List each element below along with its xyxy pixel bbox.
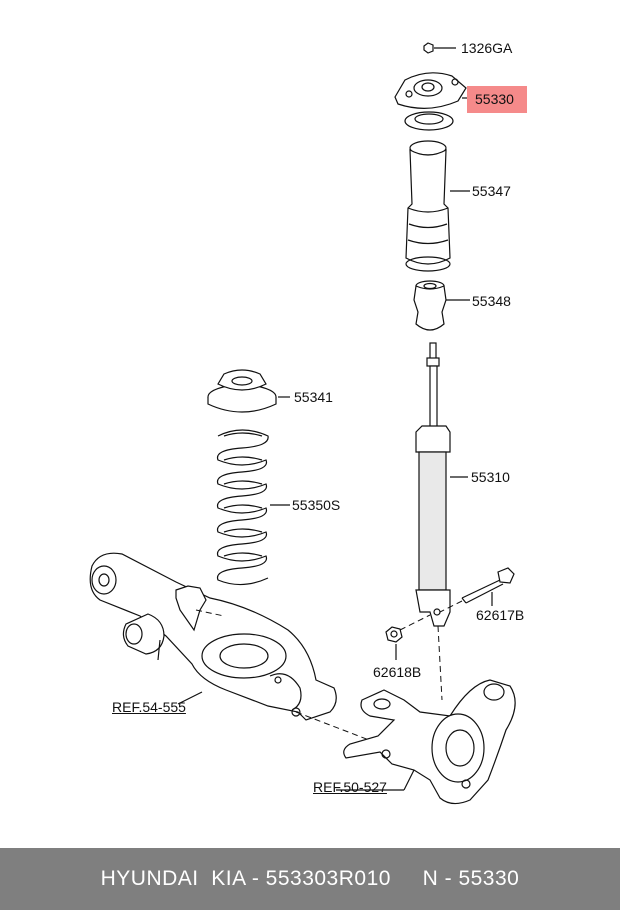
label-55310[interactable]: 55310 bbox=[471, 469, 510, 485]
bolt-62617b-drawing bbox=[439, 567, 515, 613]
label-ref-50-527[interactable]: REF.50-527 bbox=[313, 779, 387, 795]
label-62617b[interactable]: 62617B bbox=[476, 607, 525, 623]
label-1326ga[interactable]: 1326GA bbox=[461, 40, 513, 56]
label-55330[interactable]: 55330 bbox=[475, 91, 514, 107]
label-55350s[interactable]: 55350S bbox=[292, 497, 341, 513]
link-line-spring-arm bbox=[195, 609, 225, 617]
highlight-55330 bbox=[467, 86, 527, 113]
label-55347[interactable]: 55347 bbox=[472, 183, 511, 199]
coil-spring-55350s-drawing bbox=[216, 429, 290, 586]
link-line-shock-knuckle bbox=[437, 625, 443, 701]
part-number-footer: HYUNDAI KIA - 553303R010 N - 55330 bbox=[0, 848, 620, 910]
lower-arm-drawing bbox=[89, 552, 337, 721]
bump-stop-55348-drawing bbox=[413, 280, 470, 331]
label-62618b[interactable]: 62618B bbox=[373, 664, 422, 680]
dust-cover-55347-drawing bbox=[405, 140, 470, 272]
label-55348[interactable]: 55348 bbox=[472, 293, 511, 309]
parts-diagram: 1326GA 55330 55347 55348 55341 55350S 55… bbox=[89, 40, 527, 805]
label-ref-54-555[interactable]: REF.54-555 bbox=[112, 699, 186, 715]
footer-brand-part: HYUNDAI KIA - 553303R010 bbox=[100, 867, 391, 890]
knuckle-drawing bbox=[336, 679, 516, 805]
label-55341[interactable]: 55341 bbox=[294, 389, 333, 405]
nut-62618b-drawing bbox=[385, 614, 431, 660]
nut-1326ga-drawing bbox=[423, 42, 456, 54]
top-mount-55330-drawing bbox=[394, 72, 470, 131]
footer-oem-number: N - 55330 bbox=[422, 867, 520, 890]
exploded-view-drawing bbox=[89, 42, 516, 805]
spring-pad-55341-drawing bbox=[207, 369, 290, 413]
shock-absorber-55310-drawing bbox=[415, 342, 468, 627]
